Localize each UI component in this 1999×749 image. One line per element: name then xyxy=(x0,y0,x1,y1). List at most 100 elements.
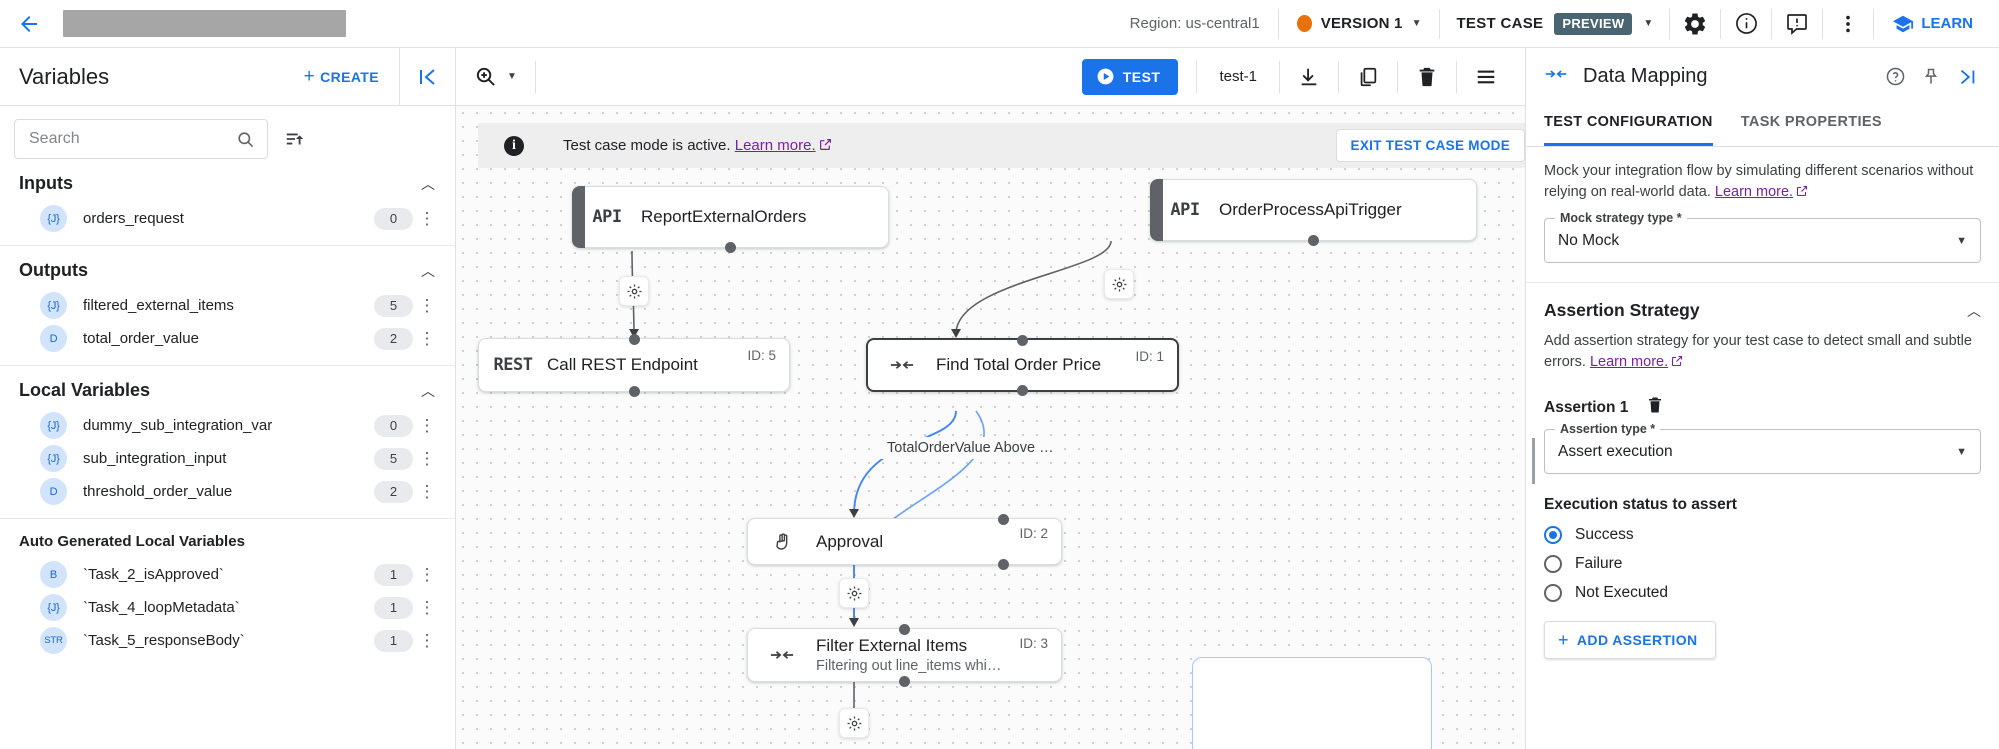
external-link-icon xyxy=(1796,183,1808,204)
help-circle-icon[interactable] xyxy=(1877,57,1913,97)
add-assertion-button[interactable]: + ADD ASSERTION xyxy=(1544,621,1716,660)
more-vert-icon[interactable] xyxy=(1823,0,1873,48)
node-output-port[interactable] xyxy=(1017,384,1028,396)
node-input-port[interactable] xyxy=(628,333,640,345)
edge-gear-icon[interactable] xyxy=(839,708,869,738)
node-call-rest-endpoint[interactable]: REST Call REST Endpoint ID: 5 xyxy=(478,333,790,397)
radio-button[interactable] xyxy=(1544,583,1562,602)
page-title-redacted xyxy=(63,10,346,37)
region-label: Region: us-central1 xyxy=(1129,15,1260,32)
assertion-learn-more-link[interactable]: Learn more. xyxy=(1589,353,1669,370)
variable-count-badge: 1 xyxy=(374,563,413,586)
tab-test-configuration[interactable]: TEST CONFIGURATION xyxy=(1544,105,1713,146)
flow-canvas[interactable]: i Test case mode is active. Learn more. … xyxy=(456,106,1525,749)
divider xyxy=(1439,8,1441,39)
node-approval[interactable]: Approval ID: 2 xyxy=(747,513,1062,570)
node-input-port[interactable] xyxy=(899,623,910,635)
variable-more-menu-icon[interactable]: ⋮ xyxy=(418,209,436,228)
copy-icon[interactable] xyxy=(1339,48,1397,106)
info-circle-icon[interactable] xyxy=(1721,0,1771,48)
radio-option-not-executed[interactable]: Not Executed xyxy=(1544,578,1981,607)
radio-option-failure[interactable]: Failure xyxy=(1544,549,1981,578)
node-output-port[interactable] xyxy=(899,675,910,687)
exit-test-case-mode-button[interactable]: EXIT TEST CASE MODE xyxy=(1335,129,1525,162)
variable-row[interactable]: {J}`Task_4_loopMetadata`1⋮ xyxy=(0,591,455,624)
highlighted-region-box[interactable] xyxy=(1192,657,1432,749)
assertion-strategy-section-header[interactable]: Assertion Strategy ︿ xyxy=(1544,283,1981,321)
variable-more-menu-icon[interactable]: ⋮ xyxy=(418,482,436,501)
node-order-process-api-trigger[interactable]: API OrderProcessApiTrigger xyxy=(1150,179,1477,246)
edge-gear-icon[interactable] xyxy=(1104,269,1134,299)
variable-more-menu-icon[interactable]: ⋮ xyxy=(418,296,436,315)
create-variable-button[interactable]: + CREATE xyxy=(304,67,399,86)
search-wrap xyxy=(0,106,455,159)
mock-strategy-type-select[interactable]: Mock strategy type * No Mock ▼ xyxy=(1544,211,1981,264)
radio-button[interactable] xyxy=(1544,525,1562,544)
node-filter-external-items[interactable]: Filter External Items Filtering out line… xyxy=(747,623,1062,687)
variable-more-menu-icon[interactable]: ⋮ xyxy=(418,449,436,468)
delete-icon[interactable] xyxy=(1398,48,1456,106)
section-header-inputs[interactable]: Inputs︿ xyxy=(0,159,455,202)
node-input-port[interactable] xyxy=(998,513,1009,525)
feedback-icon[interactable] xyxy=(1772,0,1822,48)
radio-button[interactable] xyxy=(1544,554,1562,573)
variable-more-menu-icon[interactable]: ⋮ xyxy=(418,598,436,617)
panel-content[interactable]: Mock your integration flow by simulating… xyxy=(1526,147,1999,749)
data-mapping-icon xyxy=(1544,65,1583,88)
variable-name: `Task_5_responseBody` xyxy=(83,632,245,649)
learn-label: LEARN xyxy=(1921,15,1973,32)
assertion-1-header: Assertion 1 xyxy=(1544,382,1981,423)
node-output-port[interactable] xyxy=(1308,234,1319,246)
variable-more-menu-icon[interactable]: ⋮ xyxy=(418,565,436,584)
assertion-type-select[interactable]: Assertion type * Assert execution ▼ xyxy=(1544,422,1981,475)
settings-gear-icon[interactable] xyxy=(1670,0,1720,48)
section-header-outputs[interactable]: Outputs︿ xyxy=(0,246,455,289)
node-title: Find Total Order Price xyxy=(936,355,1102,374)
mock-learn-more-link[interactable]: Learn more. xyxy=(1714,183,1794,200)
back-arrow-icon[interactable] xyxy=(14,9,44,39)
run-test-button[interactable]: TEST xyxy=(1081,58,1179,95)
learn-button[interactable]: LEARN xyxy=(1874,13,1989,35)
test-case-selector[interactable]: TEST CASE PREVIEW ▼ xyxy=(1440,12,1669,35)
section-header-auto-generated-local-variables[interactable]: Auto Generated Local Variables xyxy=(0,519,455,558)
pin-icon[interactable] xyxy=(1913,57,1949,97)
version-selector[interactable]: VERSION 1 ▼ xyxy=(1279,15,1440,32)
list-icon[interactable] xyxy=(1457,48,1515,106)
collapse-right-icon[interactable] xyxy=(1949,57,1985,97)
download-icon[interactable] xyxy=(1280,48,1338,106)
delete-assertion-icon[interactable] xyxy=(1646,396,1664,419)
node-output-port[interactable] xyxy=(725,241,736,253)
variable-more-menu-icon[interactable]: ⋮ xyxy=(418,416,436,435)
rest-icon: REST xyxy=(493,355,533,375)
chevron-up-icon: ︿ xyxy=(421,262,435,279)
banner-learn-more-link[interactable]: Learn more. xyxy=(734,136,816,154)
sort-icon[interactable] xyxy=(278,128,312,150)
node-output-port[interactable] xyxy=(628,385,640,397)
variable-more-menu-icon[interactable]: ⋮ xyxy=(418,631,436,650)
zoom-control[interactable]: ▼ xyxy=(474,65,535,88)
external-link-icon xyxy=(1671,353,1683,374)
node-input-port[interactable] xyxy=(1017,334,1028,346)
search-box[interactable] xyxy=(14,119,268,159)
section-header-local-variables[interactable]: Local Variables︿ xyxy=(0,366,455,409)
tab-task-properties[interactable]: TASK PROPERTIES xyxy=(1740,114,1882,130)
radio-option-success[interactable]: Success xyxy=(1544,520,1981,549)
collapse-sidebar-button[interactable] xyxy=(399,47,455,106)
search-input[interactable] xyxy=(29,130,236,148)
variable-row[interactable]: B`Task_2_isApproved`1⋮ xyxy=(0,558,455,591)
node-find-total-order-price[interactable]: Find Total Order Price ID: 1 xyxy=(866,334,1179,396)
preview-badge: PREVIEW xyxy=(1554,12,1633,35)
edge-gear-icon[interactable] xyxy=(619,276,649,306)
edge-gear-icon[interactable] xyxy=(839,578,869,608)
variable-more-menu-icon[interactable]: ⋮ xyxy=(418,329,436,348)
node-report-external-orders[interactable]: API ReportExternalOrders xyxy=(572,186,889,253)
node-output-port[interactable] xyxy=(998,558,1009,570)
variable-row[interactable]: STR`Task_5_responseBody`1⋮ xyxy=(0,624,455,657)
